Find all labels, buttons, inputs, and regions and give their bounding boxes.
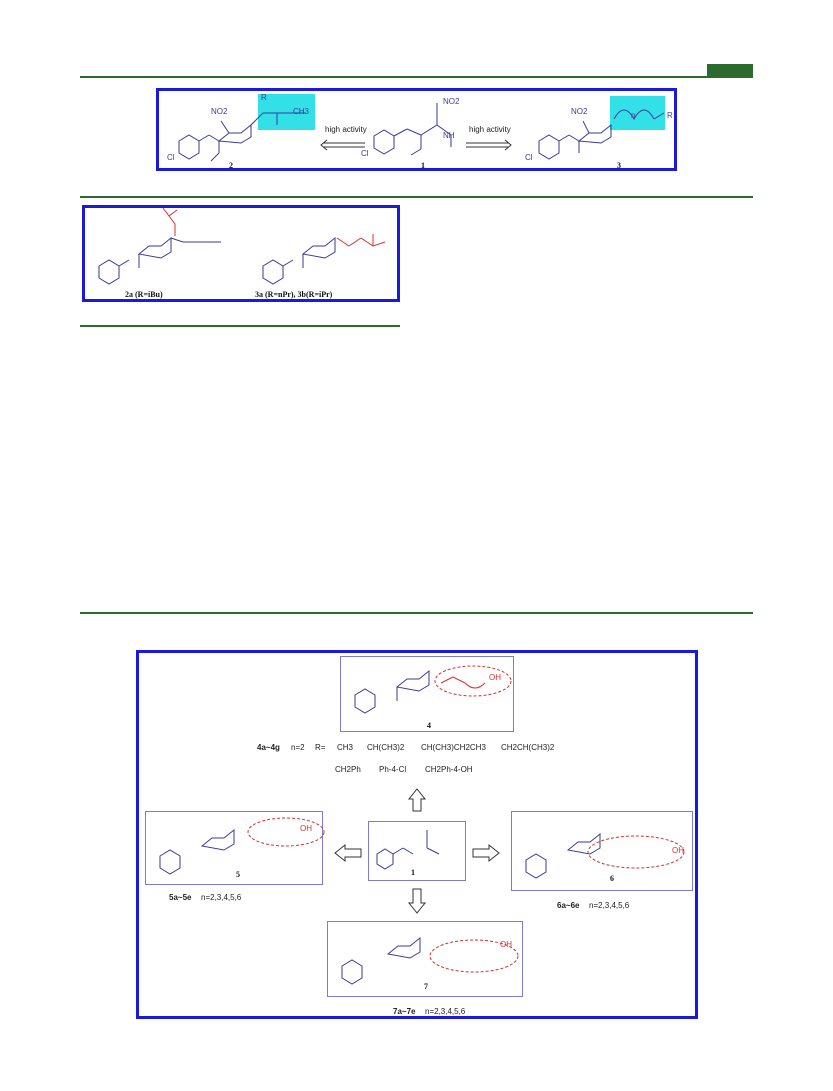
compound-3ab-structure [262,236,336,285]
compound-label-5: 5 [236,870,240,879]
compound-2a-structure [98,236,221,285]
compound-label-3: 3 [617,161,621,170]
atom-ch3: CH3 [293,107,310,116]
r-group-6: Ph-4-Cl [379,765,407,774]
section-rule-3 [80,612,753,614]
compound-label-7: 7 [424,982,428,991]
atom-oh-4: OH [489,673,501,682]
series-4-n: n=2 [291,743,305,752]
header-tab [707,64,753,77]
r-group-4: CH2CH(CH3)2 [501,743,555,752]
atom-no2-3: NO2 [571,107,588,116]
atom-no2-1: NO2 [443,97,460,106]
arrow-right-label: high activity [469,125,511,134]
compound-3-structure [538,96,665,160]
panel-compound-4: OH 4 [340,656,514,732]
compound-label-1b: 1 [411,868,415,877]
arrows [320,139,512,151]
compound-1-structure [373,103,452,156]
arrow-left-label: high activity [325,125,367,134]
series-5: 5a~5e [169,893,192,902]
r-group-1: CH3 [337,743,354,752]
compound-2-structure [178,94,315,162]
compound-label-3ab: 3a (R=nPr), 3b(R=iPr) [255,290,333,299]
figure-2-structures [98,207,386,285]
atom-cl-2: Cl [167,153,175,162]
section-rule-1 [80,196,753,198]
atom-r-3: R [667,111,673,120]
series-7: 7a~7e [393,1007,416,1016]
compound-label-2: 2 [229,161,233,170]
atom-n-sub: n [631,111,636,120]
series-5-n: n=2,3,4,5,6 [201,893,242,902]
toc-structures [178,94,665,162]
compound-3ab-chain [336,234,386,247]
compound-label-6: 6 [610,874,614,883]
compound-label-4: 4 [427,721,431,730]
r-group-7: CH2Ph-4-OH [425,765,473,774]
header-rule [80,76,753,78]
r-group-5: CH2Ph [335,765,361,774]
section-rule-2 [80,325,400,327]
figure-3: OH 4 4a~4g n=2 R= CH3 CH(CH3)2 CH(CH3)CH… [136,650,698,1019]
figure-3-arrows [334,788,500,914]
series-4-name: 4a~4g [257,743,280,752]
compound-label-2a: 2a (R=iBu) [125,290,163,299]
panel-compound-6: OH 6 [511,811,693,891]
figure-2: 2a (R=iBu) 3a (R=nPr), 3b(R=iPr) [82,205,400,302]
panel-compound-5: OH 5 [145,811,325,885]
atom-oh-6: OH [672,846,684,855]
panel-compound-1: 1 [368,821,466,881]
series-7-n: n=2,3,4,5,6 [425,1007,466,1016]
series-6-n: n=2,3,4,5,6 [589,901,630,910]
series-6: 6a~6e [557,901,580,910]
atom-r: R [261,93,267,102]
r-group-3: CH(CH3)CH2CH3 [421,743,486,752]
atom-nh: NH [443,131,455,140]
atom-no2: NO2 [211,107,228,116]
toc-figure: high activity high activity NO2 R CH3 Cl… [156,88,677,171]
compound-label-1: 1 [421,161,425,170]
r-group-2: CH(CH3)2 [367,743,405,752]
panel-compound-7: OH 7 [327,921,523,997]
series-4-r: R= [315,743,326,752]
atom-oh-5: OH [300,824,312,833]
atom-cl-3: Cl [525,153,533,162]
atom-cl-1: Cl [361,149,369,158]
compound-2a-isobutyl [162,207,178,236]
atom-oh-7: OH [500,940,512,949]
